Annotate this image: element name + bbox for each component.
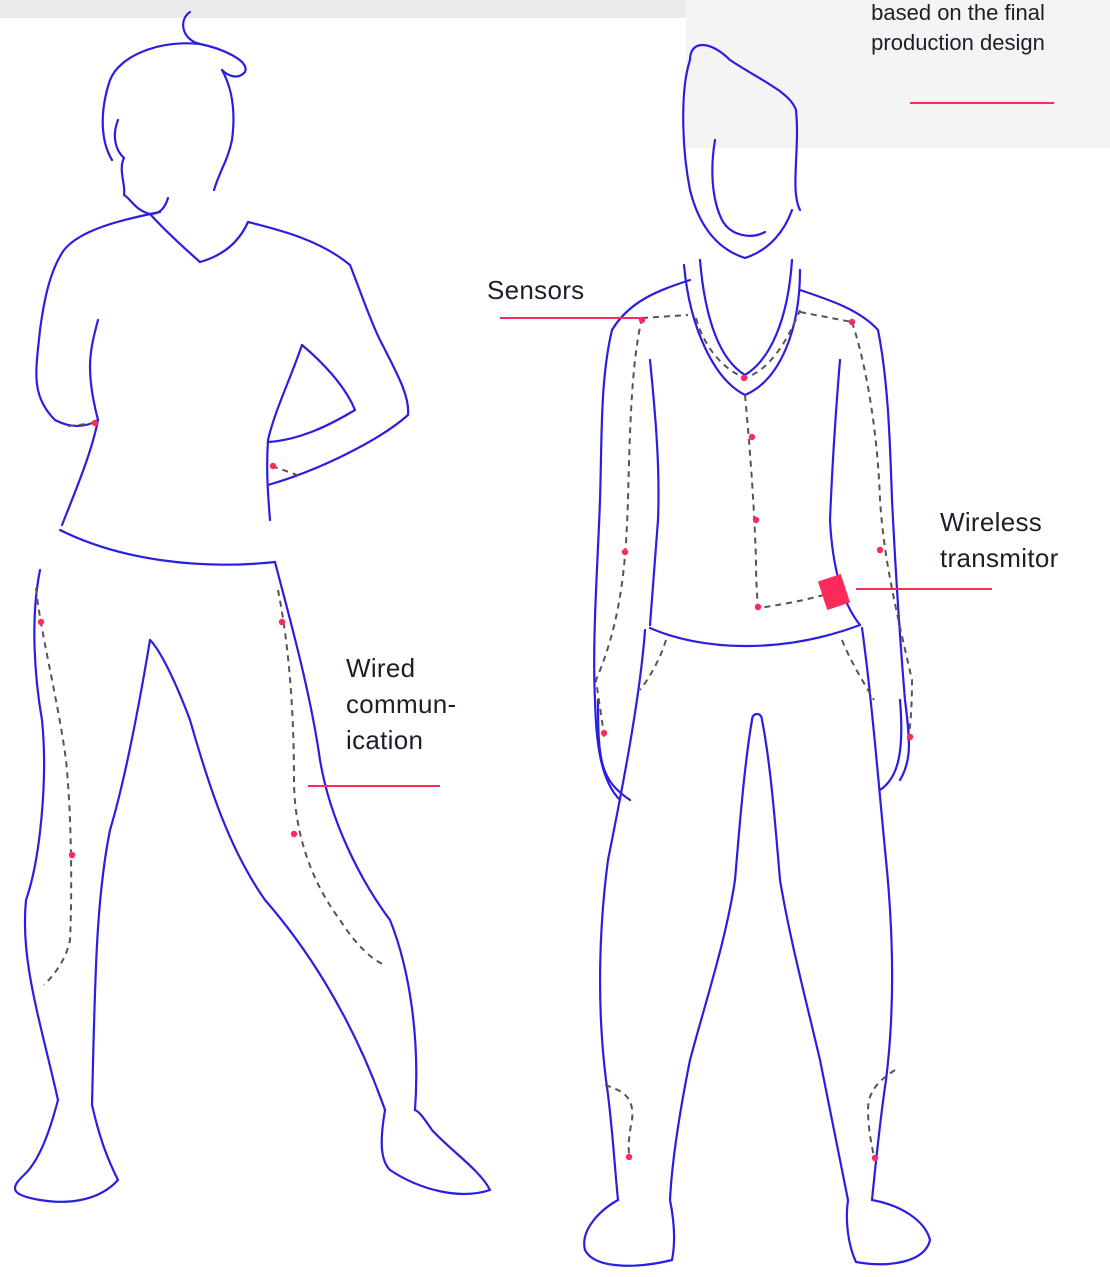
sensor-dots <box>38 317 913 1161</box>
transmitter-block <box>818 574 850 610</box>
wireless-transmitor-label: Wireless transmitor <box>940 504 1059 576</box>
left-figure <box>15 12 490 1202</box>
sensors-label: Sensors <box>487 272 584 308</box>
sensors-text: Sensors <box>487 272 584 308</box>
wires <box>36 310 912 1160</box>
wired-line-3: ication <box>346 722 456 758</box>
wired-line-2: commun- <box>346 686 456 722</box>
wired-line-1: Wired <box>346 650 456 686</box>
wireless-line-2: transmitor <box>940 540 1059 576</box>
wired-communication-label: Wired commun- ication <box>346 650 456 758</box>
wireless-line-1: Wireless <box>940 504 1059 540</box>
right-figure <box>584 45 930 1266</box>
